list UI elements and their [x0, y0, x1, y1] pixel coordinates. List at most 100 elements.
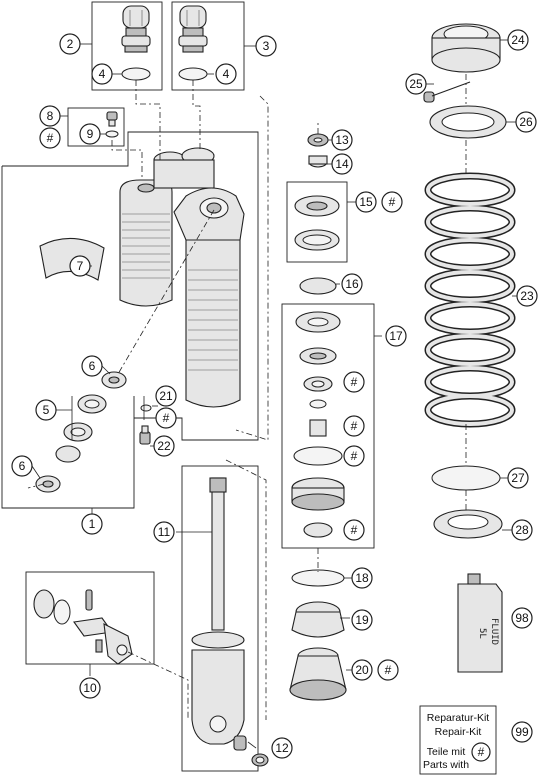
part-11-piston-rod: [191, 477, 247, 751]
svg-text:26: 26: [519, 115, 533, 129]
part-6-bushing-upper: [101, 371, 127, 389]
fluid-can-label-1: FLUID: [489, 618, 499, 645]
callout-20: 20: [351, 659, 373, 681]
callout-9: 9: [79, 123, 101, 145]
svg-text:9: 9: [87, 127, 94, 141]
part-26-spring-seat: [429, 105, 507, 139]
callout-1: 1: [81, 513, 103, 535]
callout-98: 98: [511, 607, 533, 629]
svg-text:22: 22: [157, 439, 171, 453]
svg-text:5: 5: [43, 403, 50, 417]
part-6-bushing-lower: [35, 475, 61, 493]
svg-text:6: 6: [89, 359, 96, 373]
svg-text:#: #: [351, 449, 358, 463]
callout-25: 25: [405, 73, 427, 95]
part-4-o-ring-right: [178, 67, 208, 81]
part-20-bump-stop: [289, 647, 347, 701]
repair-kit-line-2: Repair-Kit: [435, 726, 482, 738]
callout-16: 16: [341, 273, 363, 295]
svg-text:#: #: [478, 745, 485, 759]
part-4-o-ring-left: [121, 67, 151, 81]
assembly-dash-lines: [27, 74, 467, 720]
callout-15: 15: [355, 191, 377, 213]
callout-27: 27: [507, 467, 529, 489]
svg-text:4: 4: [99, 67, 106, 81]
svg-text:13: 13: [335, 133, 349, 147]
svg-text:28: 28: [515, 523, 529, 537]
svg-text:25: 25: [409, 77, 423, 91]
callout-22: 22: [153, 435, 175, 457]
part-27-ring: [431, 465, 501, 491]
svg-text:2: 2: [67, 37, 74, 51]
part-98-fluid-can: FLUID 5L: [457, 573, 503, 673]
part-8-bleed-screw: [106, 111, 118, 127]
box-part-17: [281, 303, 375, 549]
svg-text:6: 6: [19, 459, 26, 473]
box-part-15: [286, 181, 348, 263]
callout-11: 11: [153, 521, 175, 543]
callout-hash-8: #: [39, 127, 61, 149]
box-part-2: [91, 1, 163, 91]
box-part-11: [181, 465, 259, 772]
svg-text:16: 16: [345, 277, 359, 291]
svg-text:17: 17: [389, 329, 403, 343]
callout-hash-17c: #: [343, 445, 365, 467]
fluid-can-label-2: 5L: [477, 628, 487, 639]
svg-text:11: 11: [158, 525, 171, 539]
svg-text:21: 21: [159, 389, 173, 403]
svg-text:#: #: [351, 419, 358, 433]
part-21-washer: [140, 404, 152, 412]
svg-text:12: 12: [275, 741, 289, 755]
svg-text:#: #: [389, 195, 396, 209]
callout-8: 8: [39, 105, 61, 127]
part-2-reservoir-cap: [121, 5, 151, 53]
callout-hash-21: #: [155, 407, 177, 429]
repair-kit-hash-badge: #: [471, 742, 491, 762]
callout-14: 14: [331, 153, 353, 175]
callout-4-right: 4: [215, 63, 237, 85]
svg-text:#: #: [385, 663, 392, 677]
repair-kit-note: Reparatur-Kit Repair-Kit Teile mit Parts…: [419, 705, 497, 775]
callout-4-left: 4: [91, 63, 113, 85]
part-5-bearing-set: [55, 394, 107, 463]
callout-hash-15: #: [381, 191, 403, 213]
part-13-nut: [307, 133, 329, 147]
callout-99: 99: [511, 721, 533, 743]
svg-text:99: 99: [515, 725, 529, 739]
callout-28: 28: [511, 519, 533, 541]
callout-hash-17a: #: [343, 371, 365, 393]
part-28-lower-seat: [433, 509, 503, 539]
svg-text:18: 18: [355, 571, 369, 585]
svg-text:#: #: [351, 523, 358, 537]
svg-text:15: 15: [359, 195, 373, 209]
callout-6-lower: 6: [11, 455, 33, 477]
callout-13: 13: [331, 129, 353, 151]
part-10-adjuster-assembly: [33, 589, 133, 665]
svg-text:8: 8: [47, 109, 54, 123]
part-12-clevis-bolt: [251, 753, 269, 767]
callout-hash-17b: #: [343, 415, 365, 437]
svg-text:19: 19: [355, 613, 369, 627]
part-22-nipple: [139, 425, 151, 445]
callout-21: 21: [155, 385, 177, 407]
repair-kit-line-4: Parts with: [423, 759, 469, 771]
svg-text:23: 23: [520, 289, 534, 303]
svg-text:27: 27: [511, 471, 525, 485]
callout-24: 24: [507, 29, 529, 51]
callout-2: 2: [59, 33, 81, 55]
callout-12: 12: [271, 737, 293, 759]
callout-10: 10: [79, 677, 101, 699]
svg-text:7: 7: [77, 259, 84, 273]
repair-kit-line-3: Teile mit: [427, 746, 466, 758]
callout-6-upper: 6: [81, 355, 103, 377]
svg-text:3: 3: [263, 39, 270, 53]
box-part-1: [1, 131, 259, 509]
callout-hash-17d: #: [343, 519, 365, 541]
repair-kit-line-1: Reparatur-Kit: [427, 712, 490, 724]
part-14-washer: [308, 155, 328, 168]
callout-7: 7: [69, 255, 91, 277]
part-19-cap: [291, 601, 345, 638]
svg-text:10: 10: [83, 681, 97, 695]
